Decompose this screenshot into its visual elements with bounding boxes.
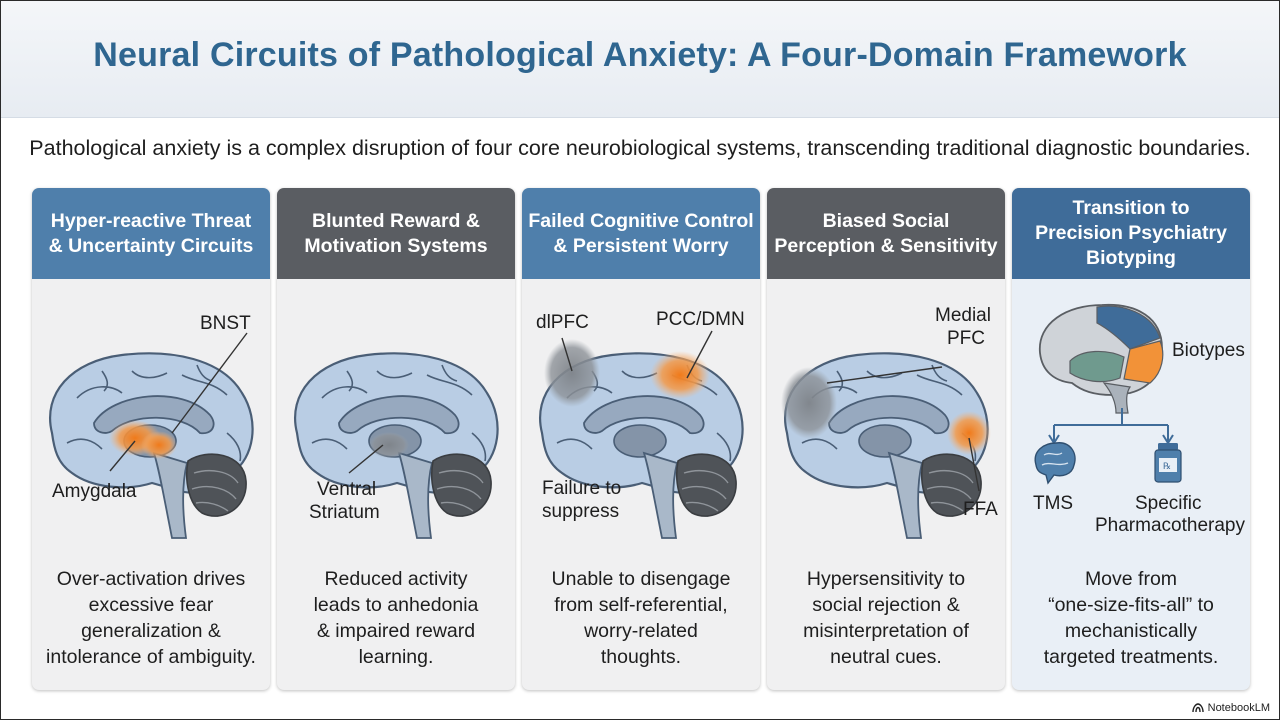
biotype-brain-icon [1039,304,1164,414]
domain-card-cognitive: Failed Cognitive Control& Persistent Wor… [522,188,760,690]
description-line: social rejection & [812,594,960,616]
brand-label: NotebookLM [1207,702,1270,714]
label-suppress: suppress [542,501,619,522]
label-striatum: Striatum [309,502,380,523]
description-line: Move from [1084,568,1178,590]
card-header-line: Motivation Systems [304,234,488,257]
label-pcc-dmn: PCC/DMN [656,309,745,330]
description-line: Hypersensitivity to [806,568,966,590]
card-header-line: & Uncertainty Circuits [48,234,254,257]
medial-pfc-highlight [781,367,837,439]
striatum-highlight [369,432,409,458]
description-line: from self-referential, [554,594,728,616]
label-amygdala: Amygdala [52,481,137,502]
bnst-highlight [141,431,177,459]
label-biotypes: Biotypes [1172,340,1245,361]
ffa-highlight [947,411,991,455]
description-line: targeted treatments. [1043,646,1219,668]
card-description: Unable to disengage from self-referentia… [522,566,760,670]
card-header-line: Biotyping [1086,247,1176,269]
domain-card-reward: Blunted Reward &Motivation Systems Ventr… [277,188,515,690]
card-header-line: Hyper-reactive Threat [50,209,252,232]
dlpfc-highlight [544,339,600,407]
description-line: generalization & [81,620,221,642]
brand-watermark: NotebookLM [1191,702,1270,714]
card-header-line: Transition to [1072,197,1190,219]
card-header-line: Failed Cognitive Control [528,209,754,232]
label-bnst: BNST [200,313,251,334]
card-description: Reduced activity leads to anhedonia & im… [277,566,515,670]
description-line: excessive fear [88,594,214,616]
description-line: & impaired reward [316,620,476,642]
description-line: misinterpretation of [803,620,969,642]
label-dlpfc: dlPFC [536,312,589,333]
description-line: leads to anhedonia [313,594,479,616]
svg-text:℞: ℞ [1163,461,1171,471]
card-description: Over-activation drives excessive fear ge… [32,566,270,670]
card-header-line: Blunted Reward & [312,209,480,232]
biotype-illustration: ℞ Biotypes TMS Specific Pharmacotherapy [1033,304,1245,536]
label-failure-to: Failure to [542,478,621,499]
brain-illustration: Ventral Striatum [293,352,499,540]
description-line: thoughts. [600,646,682,668]
label-specific: Specific [1135,493,1202,514]
label-pharmacotherapy: Pharmacotherapy [1095,515,1245,536]
card-header-line: Perception & Sensitivity [774,234,998,257]
title-band [1,1,1279,118]
notebooklm-logo-icon [1191,703,1204,713]
card-header: Hyper-reactive Threat& Uncertainty Circu… [32,188,270,279]
label-pfc: PFC [947,328,985,349]
brain-illustration: Medial PFC FFA [781,305,998,540]
page-title: Neural Circuits of Pathological Anxiety:… [93,36,1187,74]
description-line: worry-related [584,620,698,642]
card-description: Hypersensitivity to social rejection & m… [767,566,1005,670]
domain-card-threat: Hyper-reactive Threat& Uncertainty Circu… [32,188,270,690]
description-line: mechanistically [1064,620,1198,642]
description-line: “one-size-fits-all” to [1048,594,1214,616]
label-ffa: FFA [963,499,998,520]
card-header-line: Precision Psychiatry [1035,222,1227,244]
description-line: Unable to disengage [551,568,731,590]
label-tms: TMS [1033,493,1073,514]
label-ventral: Ventral [317,479,376,500]
card-header: Failed Cognitive Control& Persistent Wor… [522,188,760,279]
brain-illustration: BNST Amygdala [48,313,254,540]
description-line: Reduced activity [324,568,468,590]
description-line: learning. [358,646,434,668]
description-line: neutral cues. [830,646,942,668]
brain-illustration: dlPFC PCC/DMN Failure to suppress [536,309,745,540]
page-subtitle: Pathological anxiety is a complex disrup… [29,136,1251,160]
description-line: Over-activation drives [56,568,246,590]
card-header: Blunted Reward &Motivation Systems [277,188,515,279]
description-line: intolerance of ambiguity. [46,646,256,668]
pill-bottle-icon: ℞ [1154,443,1182,483]
card-header-line: Biased Social [822,209,950,232]
card-header-line: & Persistent Worry [553,234,729,257]
card-description: Move from “one-size-fits-all” to mechani… [1012,566,1250,670]
tms-icon [1034,442,1076,485]
label-medial: Medial [935,305,991,326]
